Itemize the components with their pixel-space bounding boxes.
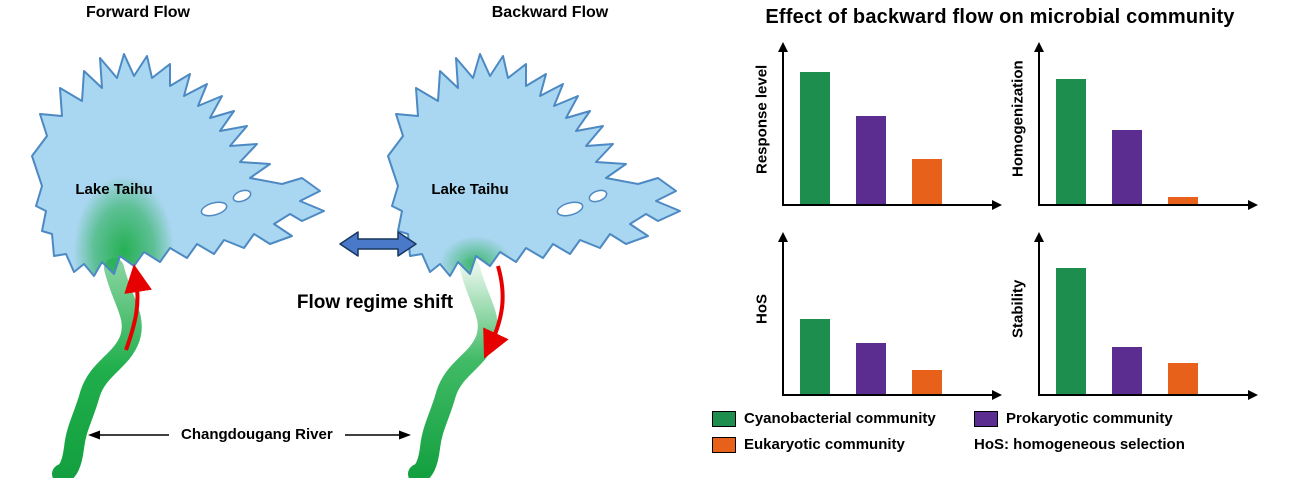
backward-flow-title: Backward Flow [491,4,609,21]
bar-cyanobacterial [800,319,830,394]
right-arrow-icon [344,430,411,439]
bar-prokaryotic [1112,347,1142,394]
bars [1040,268,1198,394]
y-axis [1034,232,1044,396]
legend-label: Prokaryotic community [1006,410,1173,427]
bar-prokaryotic [856,343,886,394]
x-axis [1038,200,1258,210]
plot-area [776,226,1002,404]
legend: Cyanobacterial community Prokaryotic com… [712,410,1298,462]
river-plume [74,176,174,276]
plot-area [1032,36,1258,214]
lake-fill [388,54,680,276]
cyanobacterial-swatch-icon [712,410,736,427]
bars [1040,79,1198,204]
backward-flow-direction-arrow-icon [483,265,509,359]
double-arrow-icon [339,231,417,257]
y-axis-label: Homogenization [1009,60,1027,178]
x-axis [782,200,1002,210]
plot-area [1032,226,1258,404]
x-axis [1038,390,1258,400]
legend-row: Eukaryotic community HoS: homogeneous se… [712,436,1298,453]
legend-note: HoS: homogeneous selection [974,436,1185,453]
legend-item-prokaryotic: Prokaryotic community [974,410,1173,427]
bar-prokaryotic [856,116,886,204]
chart-response-level: Response level [752,36,1002,214]
bars [784,319,942,394]
legend-label: Cyanobacterial community [744,410,936,427]
bar-cyanobacterial [800,72,830,204]
forward-flow-direction-arrow-icon [124,264,152,351]
chart-homogenization: Homogenization [1008,36,1258,214]
y-axis-label: Response level [753,64,771,174]
eukaryotic-swatch-icon [712,436,736,453]
x-axis [782,390,1002,400]
forward-flow-title: Forward Flow [86,4,190,21]
island [200,201,228,217]
y-axis [778,42,788,206]
river [408,258,498,478]
bar-cyanobacterial [1056,79,1086,204]
island [556,201,584,217]
bar-eukaryotic [1168,197,1198,204]
panel-title: Effect of backward flow on microbial com… [765,6,1235,28]
legend-item-eukaryotic: Eukaryotic community [712,436,974,453]
island [588,189,608,203]
lake-label: Lake Taihu [431,181,508,198]
chart-hos: HoS [752,226,1002,404]
left-arrow-icon [88,430,169,439]
legend-item-cyanobacterial: Cyanobacterial community [712,410,974,427]
plot-area [776,36,1002,214]
bar-eukaryotic [912,370,942,394]
bar-cyanobacterial [1056,268,1086,394]
y-axis-label: HoS [753,294,771,324]
forward-flow-map: Lake Taihu [31,53,325,478]
y-axis [778,232,788,396]
bars [784,72,942,204]
island [232,189,252,203]
backward-flow-map: Lake Taihu [387,53,681,478]
flow-regime-shift-label: Flow regime shift [296,292,454,313]
lake-label: Lake Taihu [75,181,152,198]
river-name-row: Changdougang River [86,426,413,443]
chart-stability: Stability [1008,226,1258,404]
legend-row: Cyanobacterial community Prokaryotic com… [712,410,1298,427]
river [52,258,142,478]
bar-prokaryotic [1112,130,1142,204]
prokaryotic-swatch-icon [974,410,998,427]
y-axis-label: Stability [1009,279,1027,339]
y-axis [1034,42,1044,206]
river-name-label: Changdougang River [181,426,333,443]
bar-eukaryotic [912,159,942,204]
bar-eukaryotic [1168,363,1198,394]
legend-label: Eukaryotic community [744,436,905,453]
